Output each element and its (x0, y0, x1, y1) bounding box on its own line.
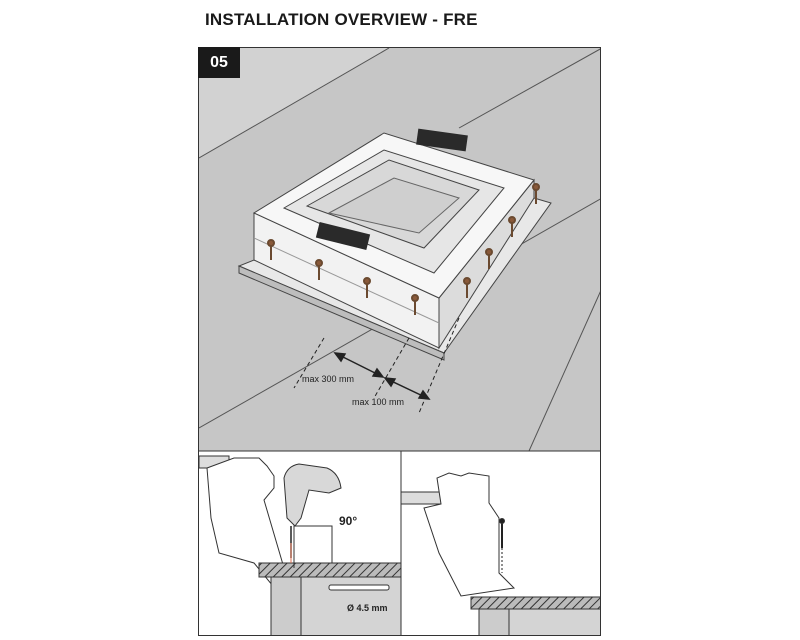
installation-figure: max 300 mm max 100 mm 90° Ø 4.5 mm (198, 47, 601, 636)
detail-left (199, 455, 402, 635)
step-badge: 05 (198, 47, 240, 78)
dimension-label-100: max 100 mm (352, 397, 404, 407)
drill-diameter-label: Ø 4.5 mm (347, 603, 388, 613)
detail-right (400, 472, 600, 635)
screws (267, 183, 540, 315)
angle-label: 90° (339, 514, 357, 528)
page-title: INSTALLATION OVERVIEW - FRE (205, 10, 478, 29)
illustration: max 300 mm max 100 mm 90° Ø 4.5 mm (199, 48, 600, 635)
dimension-label-300: max 300 mm (302, 374, 354, 384)
dimension-lines (293, 317, 460, 414)
skylight (237, 132, 552, 361)
spirit-level-icon (315, 128, 468, 251)
